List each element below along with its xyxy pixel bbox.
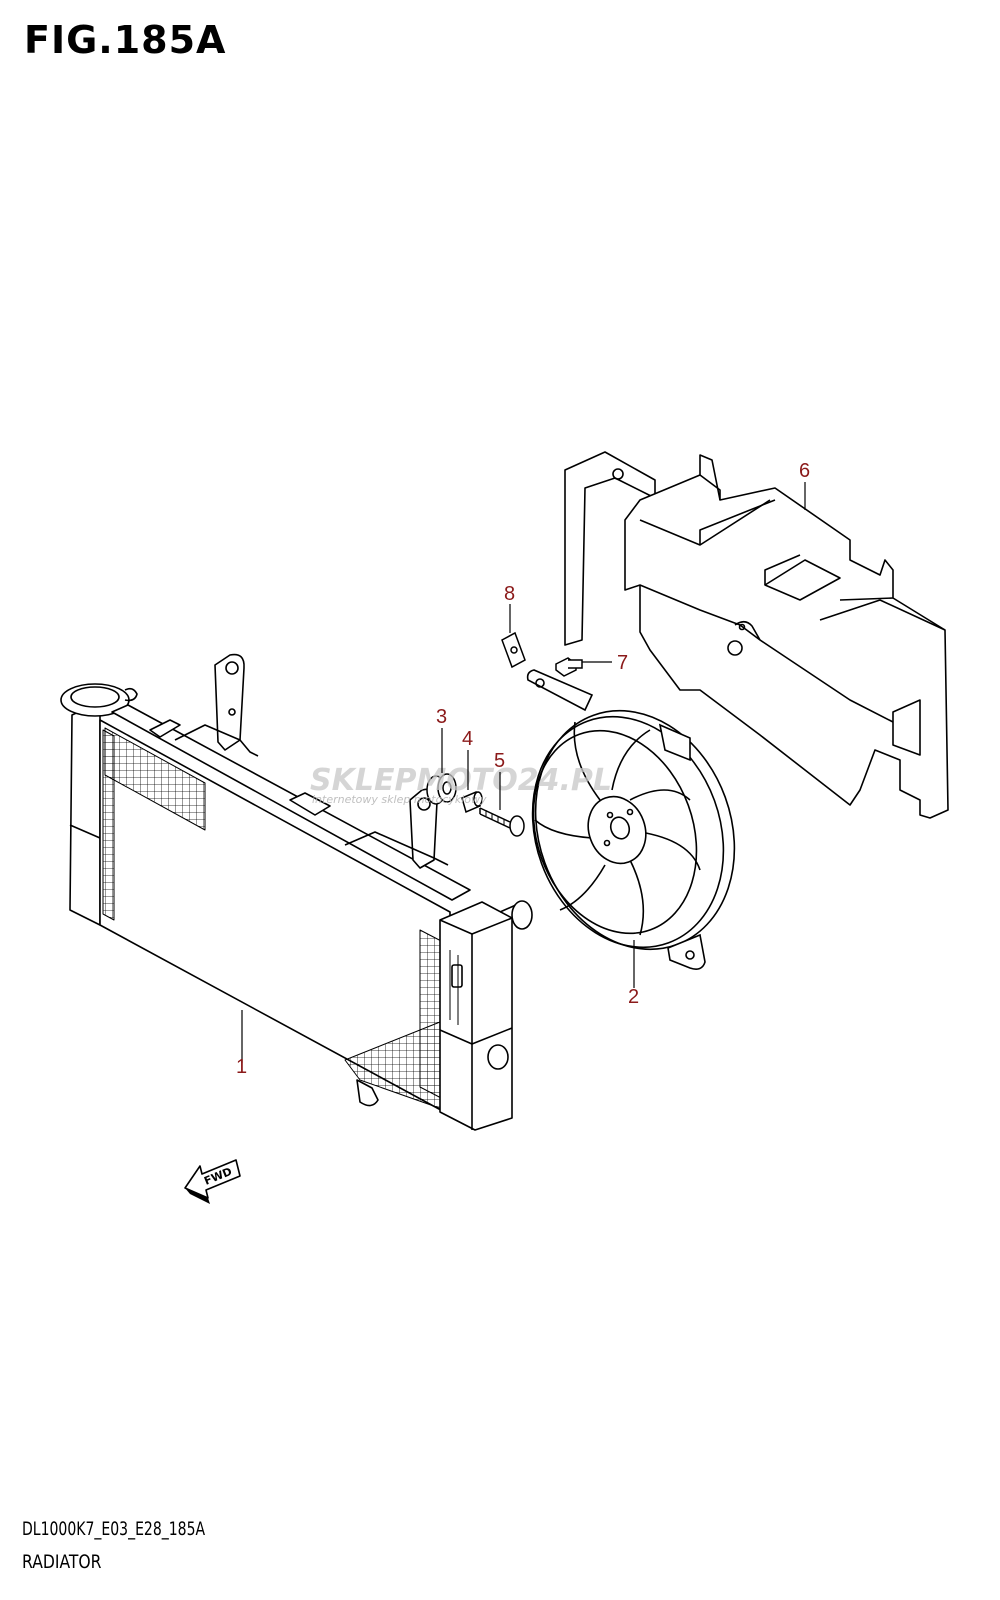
bolt-part — [479, 807, 525, 837]
callout-6[interactable]: 6 — [799, 460, 810, 482]
watermark-subtext: internetowy sklep motocyklowy — [312, 793, 487, 806]
callout-7[interactable]: 7 — [617, 652, 628, 674]
figure-name: RADIATOR — [22, 1551, 102, 1573]
callout-8[interactable]: 8 — [504, 583, 515, 605]
figure-title: FIG.185A — [24, 18, 227, 62]
radiator-part — [60, 653, 533, 1131]
watermark-text: SKLEPMOTO24.PL — [310, 763, 612, 798]
grommet-part — [426, 773, 457, 805]
leader-lines — [241, 482, 806, 1063]
callout-4[interactable]: 4 — [462, 728, 473, 750]
callout-5[interactable]: 5 — [494, 750, 505, 772]
collar-part — [461, 790, 483, 814]
callouts: 1 2 3 4 5 6 7 8 — [236, 460, 810, 1078]
fwd-arrow-icon: FWD — [184, 1159, 241, 1204]
figure-code: DL1000K7_E03_E28_185A — [22, 1518, 206, 1540]
screw-part — [555, 657, 583, 677]
cooling-fan-part — [526, 669, 736, 970]
callout-3[interactable]: 3 — [436, 706, 447, 728]
clip-nut-part — [501, 631, 526, 669]
watermark: SKLEPMOTO24.PL internetowy sklep motocyk… — [310, 763, 612, 806]
callout-2[interactable]: 2 — [628, 986, 639, 1008]
callout-1[interactable]: 1 — [236, 1056, 247, 1078]
fan-shroud-part — [564, 451, 949, 819]
